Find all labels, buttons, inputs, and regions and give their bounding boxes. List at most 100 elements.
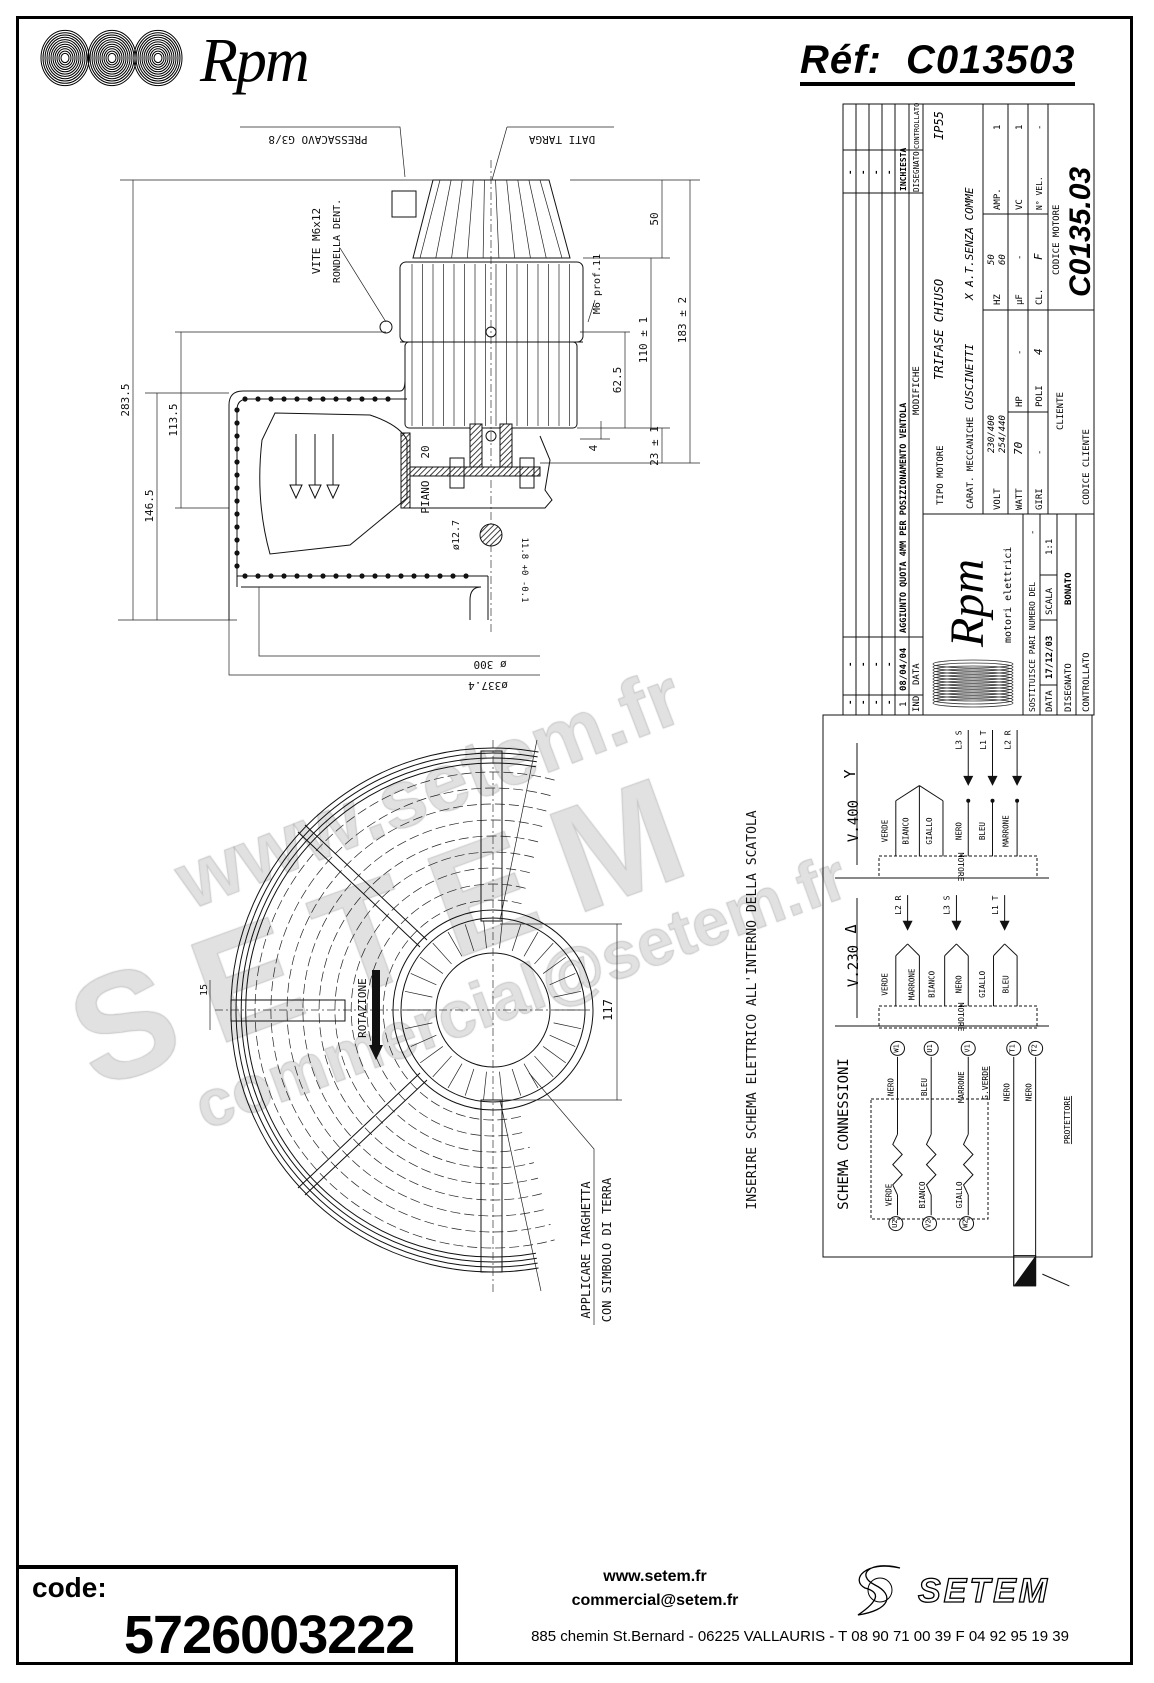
uf-label: µF <box>1015 294 1025 305</box>
dim-50: 50 <box>648 212 661 225</box>
rev-dash: - <box>885 700 895 705</box>
label-rondella: RONDELLA DENT. <box>332 199 343 283</box>
label-inserire-schema: INSERIRE SCHEMA ELETTRICO ALL'INTERNO DE… <box>745 810 760 1209</box>
coil-ring <box>103 48 121 68</box>
guard-wire-dot <box>268 573 274 579</box>
setem-brand-text: SETEM <box>917 1571 1051 1610</box>
fan-front-view: ROTAZIONE 15 117 APPLICARE TARGHETTA CON… <box>199 739 760 1325</box>
prot-color-label: NERO <box>1025 1083 1034 1102</box>
guard-wire-dot <box>333 573 339 579</box>
bottom-terminal-label: W2 <box>962 1219 970 1227</box>
star-wire-label: BIANCO <box>901 817 910 845</box>
hub-fin <box>432 1055 452 1078</box>
guard-wire-dot <box>281 396 287 402</box>
reference-number: Réf: C013503 <box>800 38 1076 86</box>
coil-ring <box>42 32 88 84</box>
dim-diameter-300: ø 300 <box>473 658 506 671</box>
header-data: DATA <box>912 663 922 685</box>
hz-label: HZ <box>993 294 1003 305</box>
top-terminal-label: V1 <box>963 1044 971 1052</box>
guard-wire-dot <box>234 446 240 452</box>
cliente-label: CLIENTE <box>1056 392 1066 430</box>
coil-ring <box>133 29 183 87</box>
cap-fin <box>495 179 500 259</box>
footer-email[interactable]: commercial@setem.fr <box>571 1592 739 1609</box>
guard-wire-dot <box>372 396 378 402</box>
giri-label: GIRI <box>1035 488 1045 510</box>
motor-side-view: PRESSACAVO G3/8 DATI TARGA VITE M6x12 RO… <box>118 126 700 692</box>
bottom-terminal-label: V2 <box>925 1219 933 1227</box>
rpm-logo-coil <box>932 659 1014 708</box>
sostituisce-value: - <box>1028 530 1038 535</box>
rev-dash: - <box>872 662 882 667</box>
hub-fin <box>464 924 475 952</box>
guard-ring <box>318 835 539 1185</box>
dim-62-5: 62.5 <box>611 367 624 394</box>
volt-value-2: 254/440 <box>998 415 1008 453</box>
guard-wire-dot <box>359 573 365 579</box>
footer-address: 885 chemin St.Bernard - 06225 VALLAURIS … <box>531 1628 1069 1645</box>
line-arrow <box>902 920 913 931</box>
codice-motore-label: CODICE MOTORE <box>1052 205 1062 275</box>
cap-fin <box>466 179 474 259</box>
dim-shaft-diameter: ø12.7 <box>451 520 462 550</box>
guard-wire-dot <box>320 396 326 402</box>
coil-ring <box>56 48 74 68</box>
hub-fin <box>523 931 539 957</box>
v230-label: V.230 <box>846 945 862 987</box>
hub-fin <box>553 1022 582 1030</box>
coil-ring <box>932 683 1014 693</box>
guard-wire-dot <box>234 563 240 569</box>
bottom-color-label: VERDE <box>884 1183 893 1206</box>
guard-wire-dot <box>234 498 240 504</box>
guard-wire-dot <box>255 396 261 402</box>
coil-ring <box>44 34 86 82</box>
delta-wire <box>907 943 920 957</box>
guard-outer-ring <box>245 762 536 1258</box>
guard-ring <box>350 867 530 1153</box>
guard-wire-dot <box>281 573 287 579</box>
amp-label: AMP. <box>993 188 1003 210</box>
delta-wire-label: BIANCO <box>928 970 937 998</box>
rev-dash: - <box>885 662 895 667</box>
coil-ring <box>143 41 173 75</box>
star-wire <box>919 785 944 802</box>
ref-label: Réf: <box>800 38 882 82</box>
header-ind: IND <box>912 696 922 712</box>
coil-ring <box>52 43 78 73</box>
coil-ring <box>932 698 1014 708</box>
label-m6: M6 prof.11 <box>592 254 603 314</box>
top-color-label: BLEU <box>920 1078 929 1096</box>
rev-dash: - <box>859 700 869 705</box>
coil-ring <box>58 50 72 66</box>
star-line-label: L3 S <box>955 730 964 749</box>
dim-117: 117 <box>601 999 615 1021</box>
hub-fin <box>553 990 582 998</box>
cap-fin <box>419 179 441 259</box>
coil-ring <box>145 43 171 73</box>
dim-20: 20 <box>419 445 432 458</box>
volt-value-1: 230/400 <box>987 415 997 453</box>
rev-by: INCHIESTA <box>899 147 908 191</box>
guard-wire-dot <box>242 396 248 402</box>
footer-website[interactable]: www.setem.fr <box>603 1568 707 1585</box>
airflow-arrows <box>289 434 340 500</box>
coil-ring <box>46 36 84 80</box>
disegnato-value: BONATO <box>1064 572 1074 605</box>
coil-ring <box>99 43 125 73</box>
amp-value: 1 <box>993 125 1003 130</box>
label-rotazione: ROTAZIONE <box>356 978 369 1038</box>
delta-line-label: L1 T <box>991 895 1000 914</box>
guard-wire-dot <box>450 573 456 579</box>
coil-ring <box>932 686 1014 696</box>
hub-fin <box>549 973 576 986</box>
code-label: code: <box>32 1572 107 1603</box>
guard-wire-dot <box>234 485 240 491</box>
line-arrow <box>999 920 1010 931</box>
motore-label-delta: MOTORE <box>956 1003 965 1032</box>
header-controllato: CONTROLLATO <box>913 103 921 149</box>
protector-leader <box>1042 1273 1070 1287</box>
coil-ring <box>95 39 129 77</box>
data-value: 17/12/03 <box>1045 636 1055 679</box>
watt-label: WATT <box>1015 488 1025 510</box>
